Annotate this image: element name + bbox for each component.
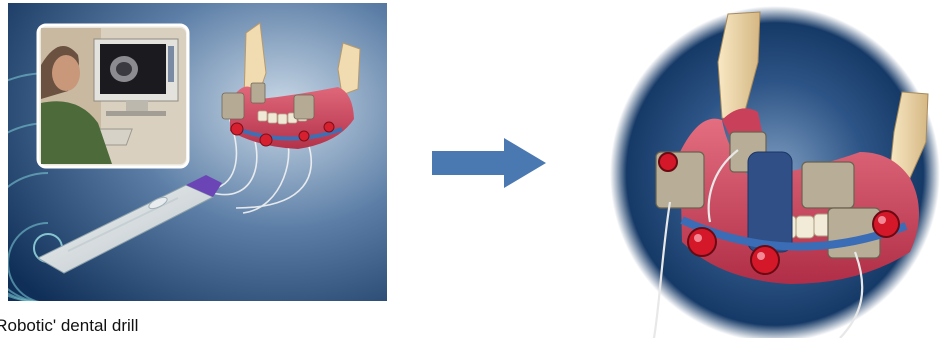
caption-text: 'Robotic' dental drill [0,316,138,336]
robotic-drill-scene [8,3,387,301]
computer-photo [38,25,188,167]
arrow-right-icon [432,138,546,188]
jaw-model-closeup [610,2,940,338]
